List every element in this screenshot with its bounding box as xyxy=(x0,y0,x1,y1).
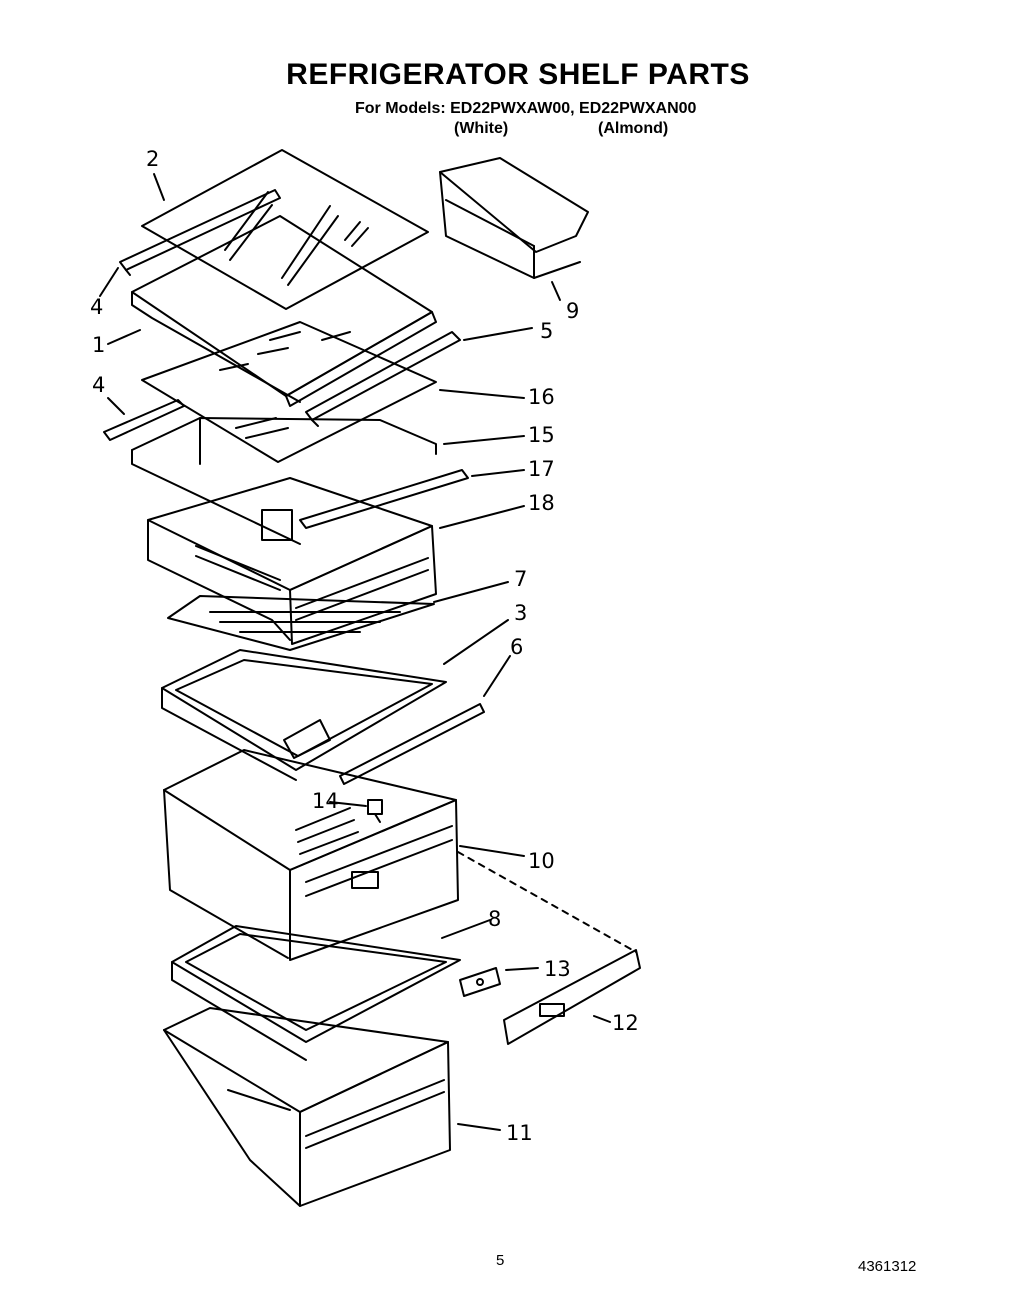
part-8-cover xyxy=(171,925,461,1061)
page-title: REFRIGERATOR SHELF PARTS xyxy=(286,58,750,91)
callout-labels: 2 4 1 4 9 5 16 15 17 18 7 3 6 14 10 8 13… xyxy=(90,147,639,1145)
variant-almond: (Almond) xyxy=(598,120,669,137)
models-line: For Models: ED22PWXAW00, ED22PWXAN00 xyxy=(355,100,697,117)
part-4-rail-lower xyxy=(103,399,185,441)
callout-2: 2 xyxy=(146,147,159,171)
part-12-plate xyxy=(457,851,641,1045)
variant-white: (White) xyxy=(454,120,509,137)
callout-5: 5 xyxy=(540,319,553,343)
page-number: 5 xyxy=(496,1252,505,1269)
part-11-drawer xyxy=(163,1007,451,1207)
callout-3: 3 xyxy=(514,601,527,625)
callout-18: 18 xyxy=(528,491,555,515)
callout-4-lower: 4 xyxy=(92,373,105,397)
callout-9: 9 xyxy=(566,299,579,323)
callout-12: 12 xyxy=(612,1011,639,1035)
part-10-drawer xyxy=(163,749,459,961)
callout-16: 16 xyxy=(528,385,555,409)
part-1-shelf-frame xyxy=(131,215,437,407)
part-9-bin xyxy=(439,157,589,279)
part-13-clip xyxy=(459,967,501,997)
callout-6: 6 xyxy=(510,635,523,659)
part-16-glass xyxy=(141,321,437,463)
part-15-frame xyxy=(131,417,437,545)
callout-11: 11 xyxy=(506,1121,533,1145)
callout-4: 4 xyxy=(90,295,103,319)
callout-17: 17 xyxy=(528,457,555,481)
part-14-screw xyxy=(367,799,383,823)
callout-7: 7 xyxy=(514,567,527,591)
part-18-cover xyxy=(147,477,437,645)
callout-15: 15 xyxy=(528,423,555,447)
document-number: 4361312 xyxy=(858,1258,917,1275)
callout-8: 8 xyxy=(488,907,501,931)
part-4-rail-upper xyxy=(119,189,281,276)
part-2-glass-shelf xyxy=(141,149,429,310)
callout-14: 14 xyxy=(312,789,339,813)
part-17-strip xyxy=(299,469,469,529)
callout-1: 1 xyxy=(92,333,105,357)
part-6-strip xyxy=(339,703,485,785)
callout-13: 13 xyxy=(544,957,571,981)
part-5-trim-strip xyxy=(305,331,461,427)
callout-10: 10 xyxy=(528,849,555,873)
part-3-pan-frame xyxy=(161,649,447,781)
part-7-grille xyxy=(167,595,435,651)
